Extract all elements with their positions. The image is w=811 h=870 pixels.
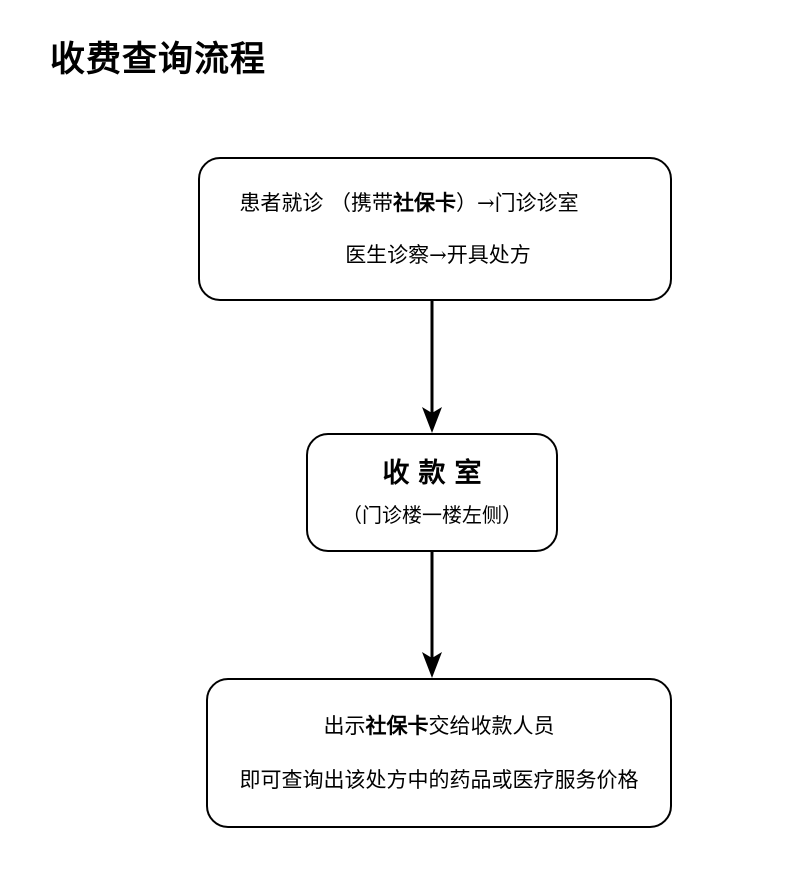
page-title: 收费查询流程 xyxy=(50,39,267,80)
flow-text-prefix: 患者就诊 （携带 xyxy=(239,190,394,215)
flow-text-social-security-card: 社保卡 xyxy=(393,189,457,215)
flow-text-social-security-card: 社保卡 xyxy=(365,712,429,738)
flow-node-patient-visit-line-2: 医生诊察→开具处方 xyxy=(345,243,531,267)
flow-node-patient-visit: 患者就诊 （携带社保卡）→门诊诊室 医生诊察→开具处方 xyxy=(198,157,672,301)
flow-node-price-query: 出示社保卡交给收款人员 即可查询出该处方中的药品或医疗服务价格 xyxy=(206,678,672,828)
flow-text-prefix: 出示 xyxy=(323,713,366,738)
flow-node-cashier-room-location: （门诊楼一楼左侧） xyxy=(342,502,522,527)
flow-node-cashier-room-title: 收款室 xyxy=(382,458,491,490)
flow-node-patient-visit-line-1: 患者就诊 （携带社保卡）→门诊诊室 xyxy=(239,189,630,215)
flow-text-suffix: 交给收款人员 xyxy=(428,713,555,738)
flow-node-cashier-room: 收款室 （门诊楼一楼左侧） xyxy=(306,433,558,552)
flow-node-price-query-line-2: 即可查询出该处方中的药品或医疗服务价格 xyxy=(239,768,639,792)
flow-node-price-query-line-1: 出示社保卡交给收款人员 xyxy=(323,712,555,738)
flow-text-suffix: ）→门诊诊室 xyxy=(456,190,579,215)
